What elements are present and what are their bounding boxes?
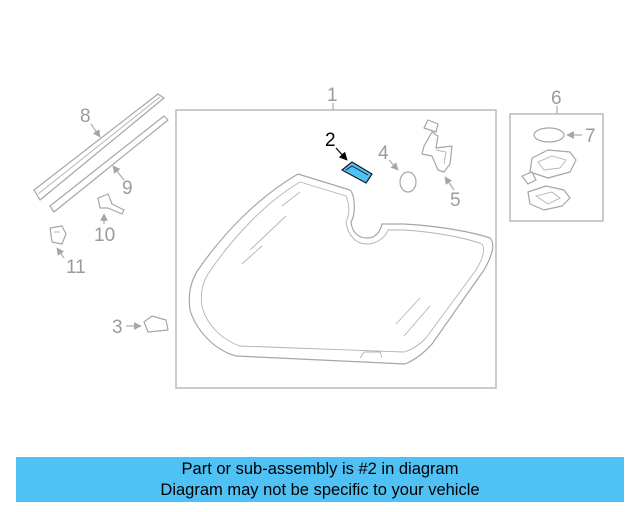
banner-line-2: Diagram may not be specific to your vehi…: [160, 481, 480, 499]
info-banner: Part or sub-assembly is #2 in diagram Di…: [16, 457, 624, 502]
callout-10[interactable]: 10: [94, 225, 115, 246]
banner-line-1: Part or sub-assembly is #2 in diagram: [181, 460, 459, 478]
callout-4[interactable]: 4: [378, 143, 389, 164]
part-5[interactable]: [421, 119, 453, 173]
part-7[interactable]: [533, 127, 565, 143]
part-9[interactable]: [49, 115, 169, 213]
callout-1[interactable]: 1: [327, 85, 338, 106]
callout-7[interactable]: 7: [585, 126, 596, 147]
windshield-group-box: [175, 109, 497, 389]
part-2-highlighted[interactable]: [341, 161, 373, 184]
callout-2-leader: [335, 147, 348, 161]
callout-2[interactable]: 2: [325, 130, 336, 151]
part-4[interactable]: [399, 171, 417, 193]
sensor-assembly[interactable]: [521, 149, 577, 211]
callout-11[interactable]: 11: [66, 257, 86, 278]
part-3[interactable]: [143, 315, 169, 333]
callout-5[interactable]: 5: [450, 190, 461, 211]
callout-8[interactable]: 8: [80, 106, 91, 127]
part-11[interactable]: [49, 225, 67, 245]
parts-diagram: 1 2 4 5 6 7: [33, 85, 604, 389]
callout-6[interactable]: 6: [551, 88, 562, 109]
part-8[interactable]: [33, 93, 165, 201]
windshield-glass[interactable]: [188, 173, 494, 365]
part-10[interactable]: [97, 193, 125, 215]
callout-3[interactable]: 3: [112, 317, 123, 338]
callout-9[interactable]: 9: [122, 178, 133, 199]
